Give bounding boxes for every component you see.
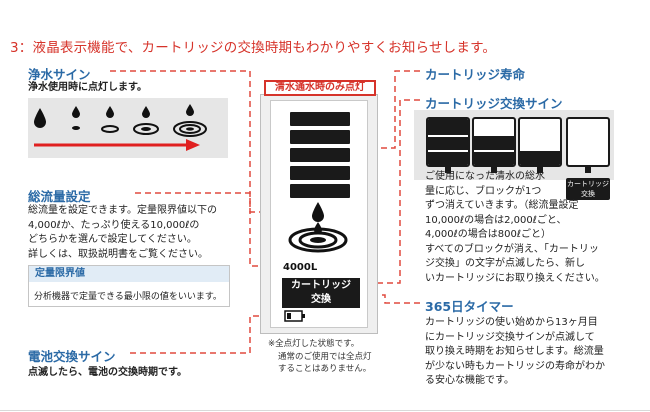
swap-desc-line: ジ交換」の文字が点滅したら、新し [425, 258, 585, 269]
timer-line: る安心な機能です。 [425, 375, 514, 386]
cartridge-spout [537, 165, 543, 173]
total-flow-line: どちらかを選んで設定してください。 [28, 234, 197, 245]
battery-sign-description: 点滅したら、電池の交換時期です。 [28, 367, 187, 378]
timer-line: 取り換え時期をお知らせします。総流量 [425, 346, 604, 357]
cartridge-life-bar [290, 148, 350, 162]
lcd-swap-line: カートリッジ [291, 280, 351, 291]
drop-icon [142, 106, 150, 118]
cartridge-spout [491, 165, 497, 173]
cartridge-icon-full [426, 117, 470, 167]
limit-value-heading: 定量限界値 [29, 266, 229, 282]
leader-swap-sign [368, 99, 420, 284]
swap-label-line: カートリッジ [567, 180, 609, 188]
leader-cartridge-life [360, 70, 420, 149]
lcd-liter-value: 4000L [283, 262, 318, 273]
swap-desc-line: ご使用になった清水の総水 [425, 171, 545, 182]
water-sign-description: 浄水使用時に点灯します。 [28, 82, 147, 93]
total-flow-line: 詳しくは、取扱説明書をご覧ください。 [28, 248, 208, 260]
lcd-swap-indicator: カートリッジ 交換 [282, 278, 360, 308]
battery-icon [284, 310, 305, 322]
note-line: することはありません。 [278, 364, 372, 374]
total-flow-line: 4,000ℓか、たっぷり使える10,000ℓの [28, 219, 200, 231]
cartridge-life-bar [290, 112, 350, 126]
total-flow-line: 総流量を設定できます。定量限界値以下の [28, 205, 217, 216]
cartridge-life-bar [290, 166, 350, 180]
display-note: ※全点灯した状態です。 通常のご使用では全点灯 することはありません。 [268, 338, 372, 376]
cartridge-icon-two-thirds [472, 117, 516, 167]
cartridge-spout [445, 165, 451, 173]
timer-line: にカートリッジ交換サインが点滅して [425, 331, 595, 343]
cartridge-swap-label: カートリッジ 交換 [566, 178, 610, 200]
note-line: ※全点灯した状態です。 [268, 339, 360, 349]
drop-icon [106, 106, 114, 118]
swap-desc-line: いカートリッジにお取り換えください。 [425, 272, 605, 284]
timer-heading: 365日タイマー [425, 299, 514, 314]
drop-icon [186, 104, 194, 116]
water-sign-animation-panel [28, 98, 228, 158]
display-badge: 清水通水時のみ点灯 [264, 80, 376, 96]
swap-desc-line: ずつ消えていきます。（総流量設定 [425, 200, 579, 211]
note-line: 通常のご使用では全点灯 [278, 351, 372, 362]
total-flow-description: 総流量を設定できます。定量限界値以下の 4,000ℓか、たっぷり使える10,00… [28, 204, 238, 262]
cartridge-icon-one-third [518, 117, 562, 167]
drop-icon [34, 108, 46, 128]
cartridge-icon-empty [566, 117, 610, 167]
swap-label-line: 交換 [581, 190, 595, 198]
timer-line: カートリッジの使い始めから13ヶ月目 [425, 317, 598, 328]
drop-icon [312, 202, 324, 222]
lcd-swap-line: 交換 [311, 294, 331, 305]
bottom-divider [0, 410, 650, 411]
cartridge-life-bar [290, 184, 350, 198]
timer-line: が少ない時もカートリッジの寿命がわか [425, 360, 605, 372]
swap-desc-line: 量に応じ、ブロックが1つ [425, 185, 542, 197]
swap-desc-line: 10,000ℓの場合は2,000ℓごと、 [425, 214, 567, 226]
water-drop-sequence [34, 104, 207, 151]
cartridge-swap-heading: カートリッジ交換サイン [425, 96, 563, 111]
swap-desc-line: 4,000ℓの場合は800ℓごと） [425, 229, 551, 240]
drop-icon [72, 106, 80, 118]
limit-value-text: 分析機器で定量できる最小限の値をいいます。 [34, 292, 222, 302]
cartridge-swap-description: ご使用になった清水の総水 量に応じ、ブロックが1つ ずつ消えていきます。（総流量… [425, 170, 635, 286]
lcd-water-drop [288, 202, 348, 253]
cartridge-spout [585, 165, 591, 173]
cartridge-life-heading: カートリッジ寿命 [425, 67, 526, 82]
arrow-right-icon [186, 139, 200, 151]
water-sign-heading: 浄水サイン [28, 67, 91, 82]
swap-desc-line: すべてのブロックが消え、「カートリッ [425, 243, 599, 255]
section-title: 3：液晶表示機能で、カートリッジの交換時期もわかりやすくお知らせします。 [10, 40, 497, 56]
timer-description: カートリッジの使い始めから13ヶ月目 にカートリッジ交換サインが点滅して 取り換… [425, 316, 640, 389]
cartridge-life-bar [290, 130, 350, 144]
total-flow-heading: 総流量設定 [28, 189, 91, 204]
battery-sign-heading: 電池交換サイン [28, 349, 116, 364]
